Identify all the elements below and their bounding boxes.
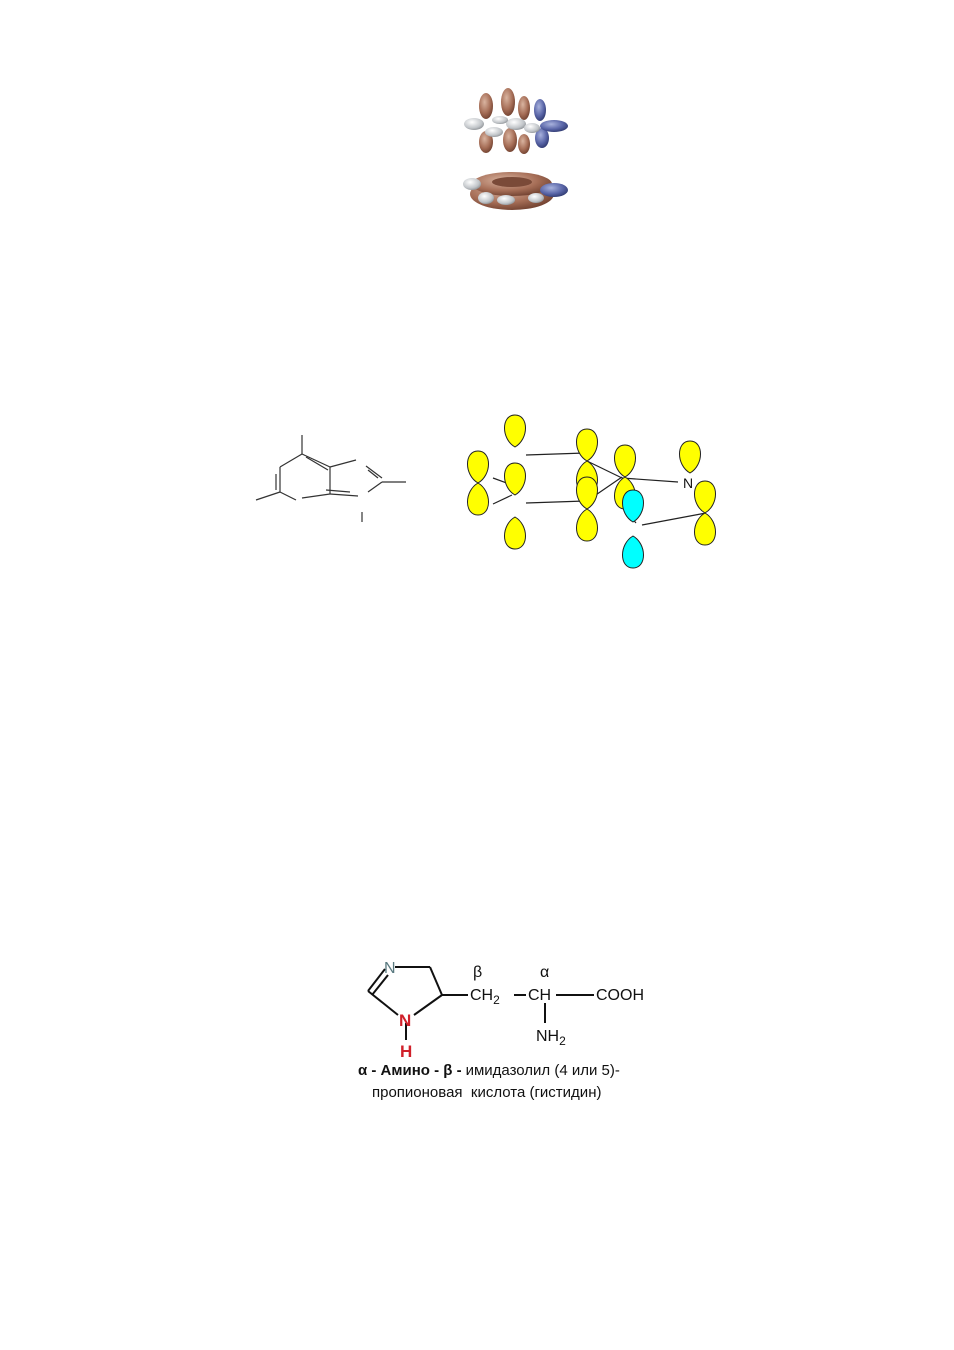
histidine-structure: N N H β α CH2 CH COOH NH2 α - Амино - β … [358, 960, 644, 1101]
bicyclic-skeletal-formula [255, 435, 406, 522]
imidazole-ring [367, 966, 594, 1040]
lower-orbital-ring [463, 172, 568, 210]
sigma-bond-lines [492, 452, 707, 526]
caption-line-1: α - Амино - β -имидазолил (4 или 5)- [358, 1062, 620, 1079]
caption-line-2: пропионовая кислота (гистидин) [372, 1084, 601, 1101]
cyan-lone-pair-orbital [622, 489, 644, 569]
beta-label: β [473, 964, 482, 981]
ring-hydrogen: H [400, 1042, 412, 1061]
p-orbital-diagram: N [467, 414, 716, 569]
upper-orbital-set [464, 88, 568, 154]
pi-orbital-rendering-icon [463, 88, 568, 210]
nitrogen-label: N [683, 475, 693, 491]
ring-nitrogen-top: N [384, 960, 396, 977]
ring-nitrogen-nh: N [399, 1011, 411, 1030]
alpha-label: α [540, 964, 549, 981]
ch2-group: CH2 [470, 987, 500, 1007]
cooh-group: COOH [596, 987, 644, 1004]
ch-group: CH [528, 987, 551, 1004]
nh2-group: NH2 [536, 1028, 566, 1048]
